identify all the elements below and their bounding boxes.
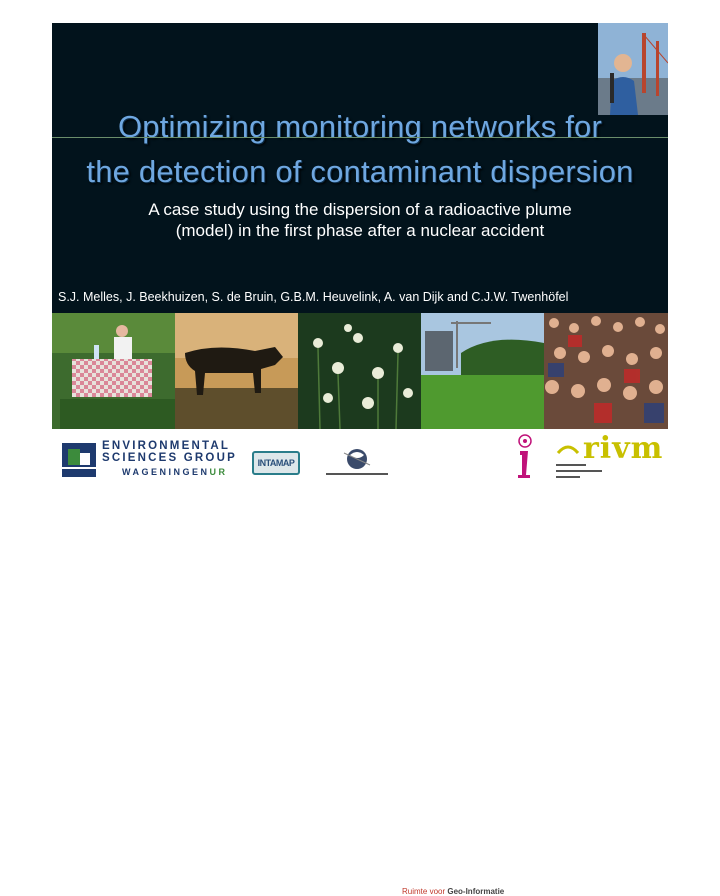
rivm-logo: rivm <box>583 431 664 466</box>
ruimte-prefix: Ruimte voor <box>402 887 446 896</box>
cow-photo <box>175 313 298 429</box>
subtitle-line-1: A case study using the dispersion of a r… <box>148 200 572 219</box>
esg-wordmark: ENVIRONMENTAL SCIENCES GROUP WAGENINGENU… <box>102 440 237 478</box>
slide-subtitle: A case study using the dispersion of a r… <box>52 199 668 241</box>
logo-bar: ENVIRONMENTAL SCIENCES GROUP WAGENINGENU… <box>0 429 720 896</box>
picnic-photo <box>52 313 175 429</box>
esg-line-1: ENVIRONMENTAL <box>102 440 231 452</box>
presenter-photo <box>598 23 668 115</box>
ruimte-voor-geo-informatie-logo: Ruimte voor Geo-Informatie <box>402 887 504 896</box>
esg-ur: UR <box>209 467 228 477</box>
flowers-photo <box>298 313 421 429</box>
crowd-photo <box>544 313 668 429</box>
title-divider <box>52 137 668 138</box>
intamap-logo: INTAMAP <box>252 451 300 475</box>
city-field-photo <box>421 313 544 429</box>
ruimte-bold: Geo-Informatie <box>447 887 505 896</box>
globe-logo <box>326 449 388 475</box>
title-slide: Optimizing monitoring networks for the d… <box>52 23 668 429</box>
esg-wageningen: WAGENINGEN <box>122 467 210 477</box>
rivm-emblem-icon <box>556 445 580 455</box>
photo-strip <box>52 313 668 429</box>
author-list: S.J. Melles, J. Beekhuizen, S. de Bruin,… <box>58 290 569 304</box>
slide-title-line-1: Optimizing monitoring networks for <box>117 109 603 144</box>
subtitle-line-2: (model) in the first phase after a nucle… <box>175 221 545 240</box>
info-icon <box>518 434 532 478</box>
esg-line-3: WAGENINGENUR <box>102 466 237 478</box>
rivm-tagline-lines <box>556 464 602 478</box>
environmental-sciences-group-logo <box>62 443 96 477</box>
slide-title-line-2: the detection of contaminant dispersion <box>86 154 634 189</box>
esg-line-2: SCIENCES GROUP <box>102 452 237 464</box>
